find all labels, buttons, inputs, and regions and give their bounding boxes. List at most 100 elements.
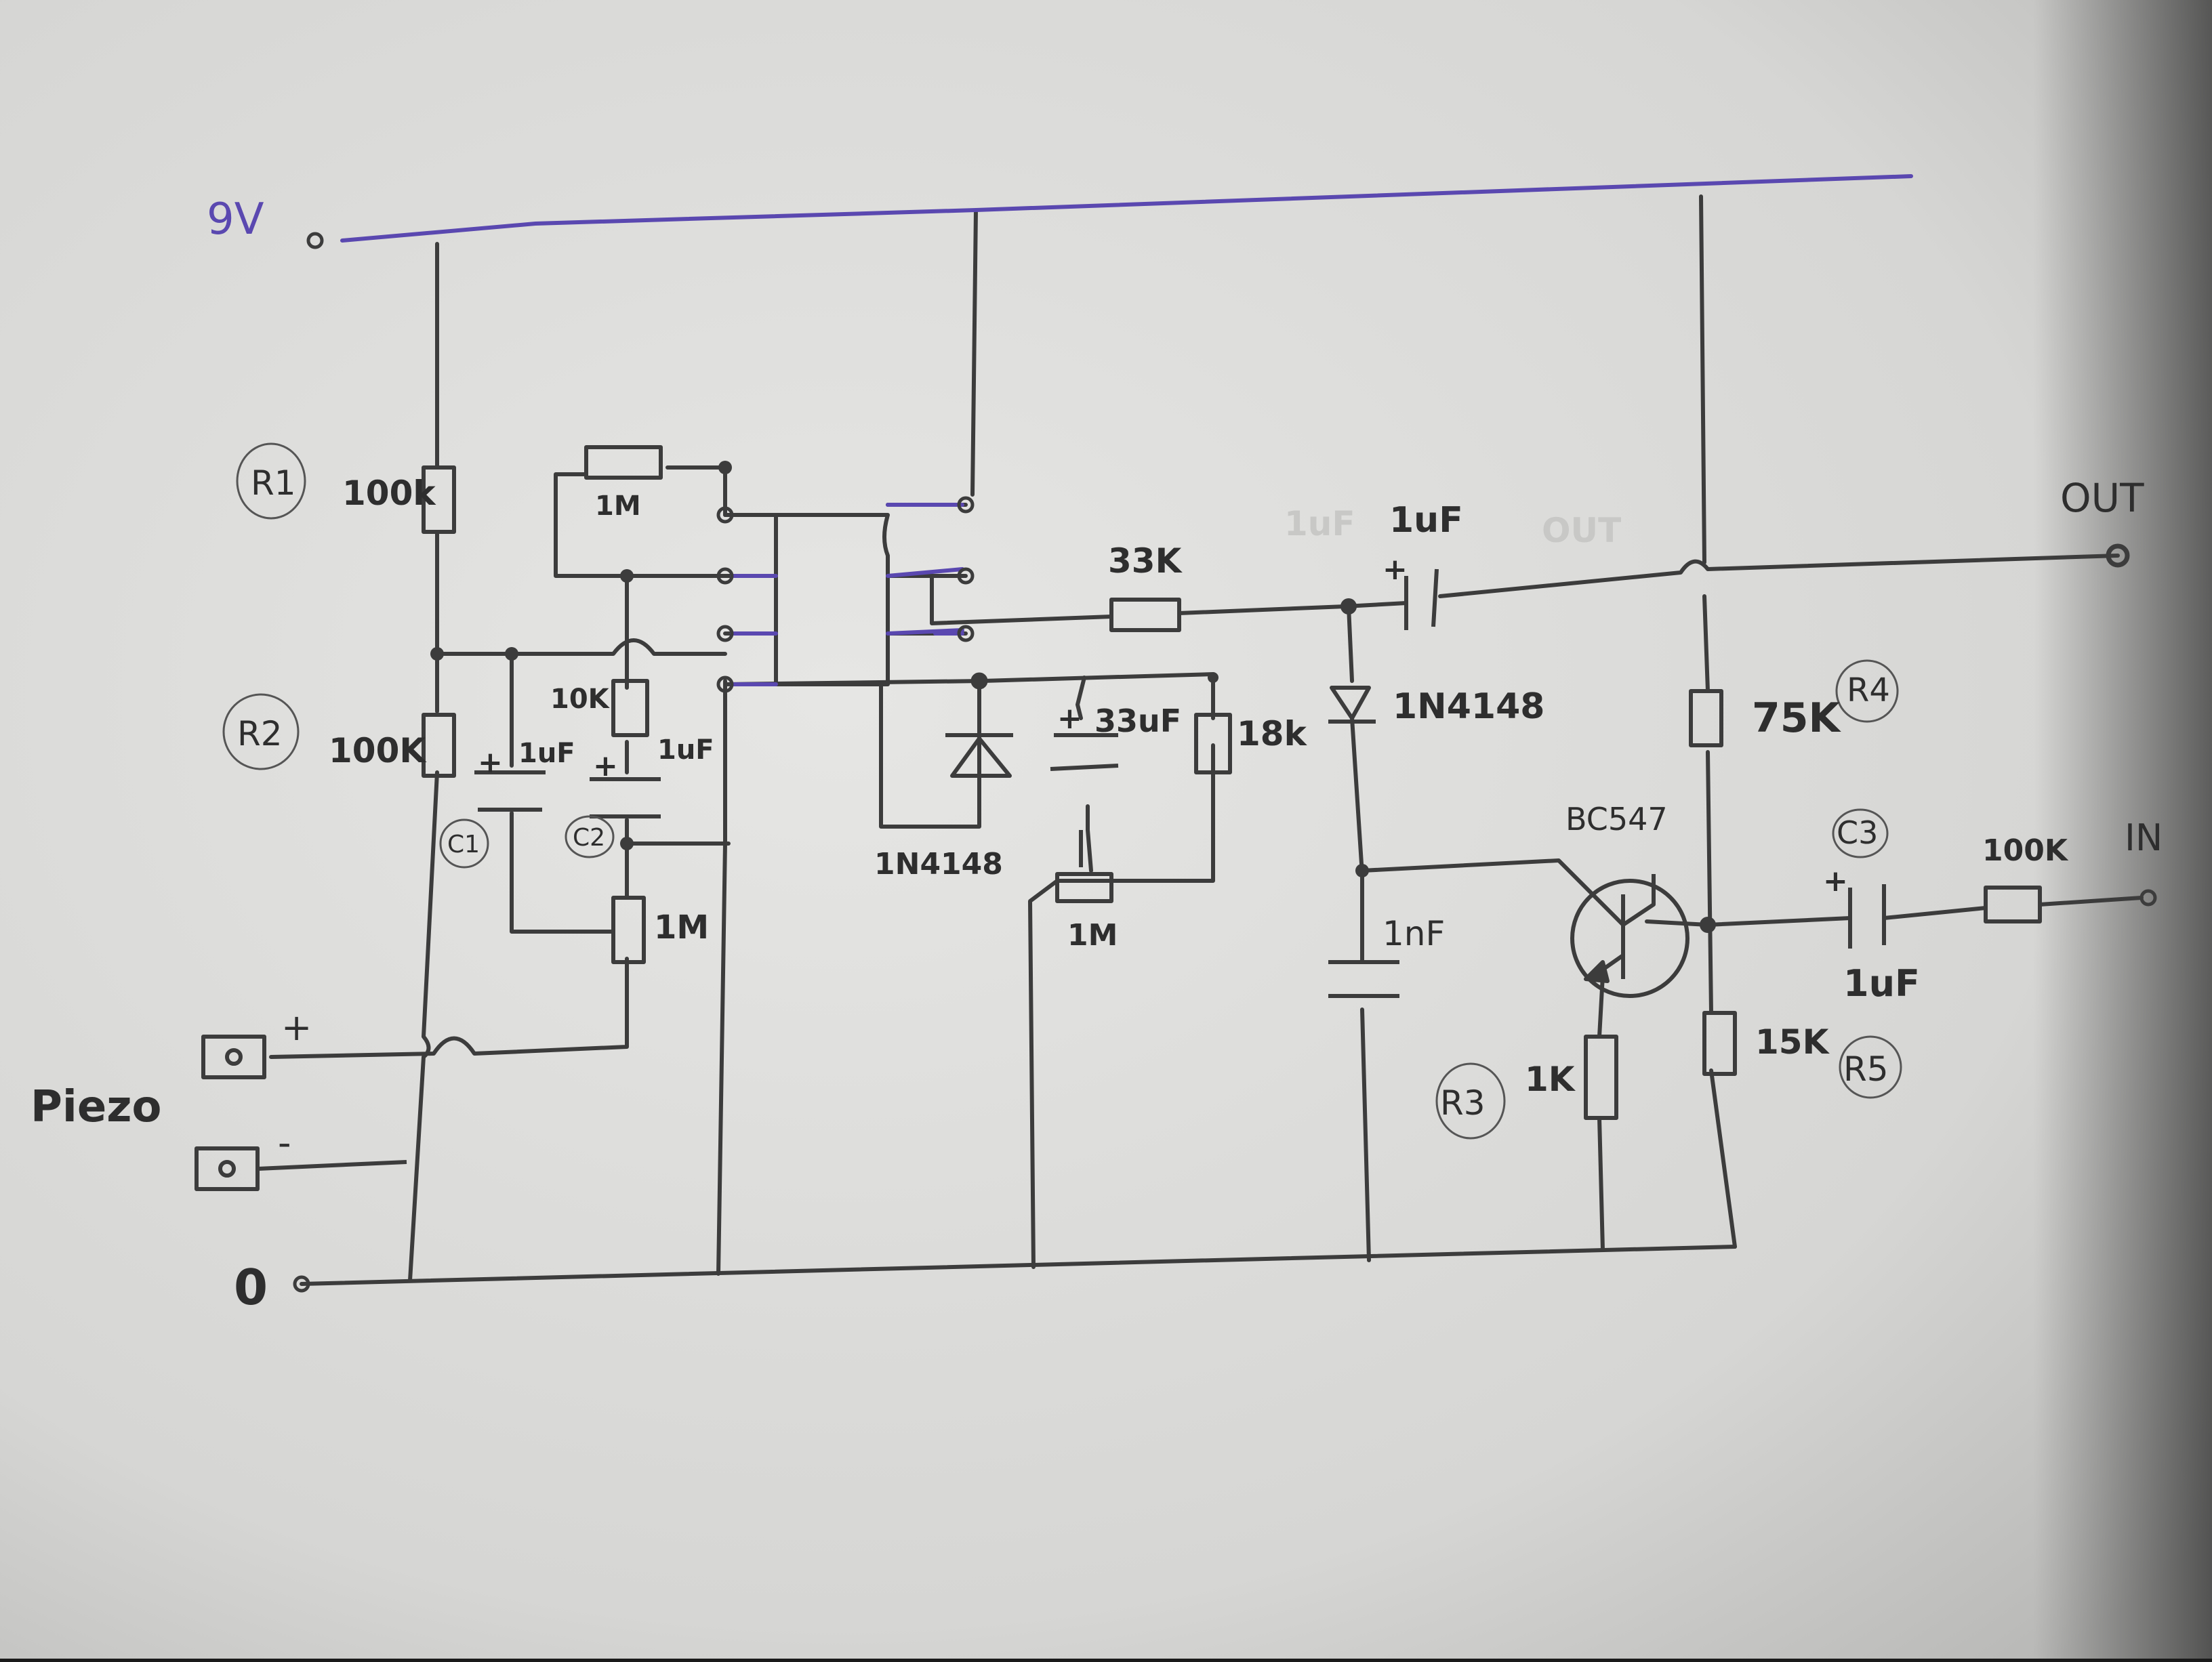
c3-plus-sign: + xyxy=(1823,864,1848,898)
ic-pin-circle xyxy=(957,567,975,585)
ic-pin-circle xyxy=(957,625,975,642)
c2-value: 1uF xyxy=(657,734,714,766)
ic-pin-tints xyxy=(730,503,964,686)
r2-tag-circle xyxy=(222,693,300,770)
pot-a-value: 1M xyxy=(654,909,709,947)
c33-plates xyxy=(1050,733,1119,771)
purple-wires xyxy=(340,174,1913,686)
cap-out-plus-sign: + xyxy=(1382,552,1408,587)
junction-dot xyxy=(1340,598,1357,615)
supply-rail-wire xyxy=(340,174,1913,243)
c33-wire xyxy=(1076,676,1093,873)
ic-pin-circle xyxy=(716,676,734,693)
diode-a-loop-wire xyxy=(879,682,981,829)
pot-b-body xyxy=(1055,872,1113,903)
r10k-resistor-body xyxy=(611,679,649,737)
ic-pin-circle xyxy=(970,672,988,690)
diode-b-symbol xyxy=(1328,686,1376,724)
piezo-terminal-plus-dot xyxy=(225,1048,243,1066)
piezo-terminal-plus xyxy=(201,1035,266,1079)
diode-a-symbol xyxy=(945,733,1013,778)
r3-tag: R3 xyxy=(1440,1083,1486,1123)
junction-dot xyxy=(430,647,444,661)
r5-tag: R5 xyxy=(1843,1050,1889,1089)
r3-tag-circle xyxy=(1435,1062,1506,1140)
ground-rail-wire xyxy=(300,1245,1737,1286)
cap-1nf-value: 1nF xyxy=(1382,914,1445,953)
supply-label: 9V xyxy=(207,194,264,245)
r4-tag: R4 xyxy=(1847,671,1890,709)
diode-b-label: 1N4148 xyxy=(1393,686,1544,727)
r5-value: 15K xyxy=(1755,1022,1830,1062)
components xyxy=(194,445,2042,1191)
r1-tag-circle xyxy=(236,442,306,520)
feedback-loop-wire xyxy=(554,465,727,578)
c1-value: 1uF xyxy=(518,738,575,769)
transistor-emitter-arrow xyxy=(1584,960,1610,983)
junction-dot xyxy=(620,837,634,850)
c1-tag: C1 xyxy=(447,831,480,858)
c2-tag: C2 xyxy=(573,824,605,852)
c2-plus-sign: + xyxy=(593,749,618,783)
c2-column-wire xyxy=(269,574,629,1059)
divider-column-wire xyxy=(408,242,439,1283)
piezo-minus-wire xyxy=(257,1160,407,1171)
feedback-resistor-body xyxy=(584,445,663,480)
cap-1nf-plates xyxy=(1328,960,1399,998)
out-label: OUT xyxy=(2060,475,2144,521)
ground-label: 0 xyxy=(234,1259,268,1316)
c3-tag: C3 xyxy=(1837,814,1878,851)
r1-tag: R1 xyxy=(251,463,296,503)
in-label: IN xyxy=(2125,816,2163,859)
ground-terminal xyxy=(293,1275,310,1293)
tag-circles xyxy=(222,442,1902,1140)
transistor-label: BC547 xyxy=(1565,801,1668,837)
r33k-resistor-body xyxy=(1109,598,1181,632)
piezo-label: Piezo xyxy=(30,1082,161,1132)
ic-ground-bus-wire xyxy=(716,679,727,1276)
c1-branch-wire xyxy=(510,652,615,934)
c1-plates xyxy=(474,770,546,812)
r2-resistor-body xyxy=(422,713,456,778)
r1-value: 100k xyxy=(342,474,436,513)
c2-tag-circle xyxy=(565,815,615,858)
r18k-resistor-body xyxy=(1194,713,1232,774)
r5-resistor-body xyxy=(1702,1011,1737,1076)
c1-tag-circle xyxy=(439,818,489,869)
r4-tag-circle xyxy=(1835,659,1899,723)
r18k-value: 18k xyxy=(1237,714,1308,753)
r4-resistor-body xyxy=(1689,689,1723,747)
ic-pin-circle xyxy=(716,567,734,585)
c3-plates xyxy=(1848,884,1886,949)
r5-tag-circle xyxy=(1839,1035,1902,1099)
r2-tag: R2 xyxy=(237,714,283,753)
junction-dots xyxy=(430,461,1716,933)
terminals xyxy=(293,232,2157,1293)
pot-b-value: 1M xyxy=(1067,918,1118,953)
ic-pin-circle xyxy=(716,506,734,524)
c33-value: 33uF xyxy=(1094,703,1181,739)
cap-out-value: 1uF xyxy=(1389,500,1463,541)
base-wire xyxy=(1360,858,1625,927)
junction-dot xyxy=(1208,672,1218,683)
rin-value: 100K xyxy=(1982,833,2069,868)
page-edge-shadow xyxy=(2033,0,2212,1659)
c33-plus-sign: + xyxy=(1057,701,1082,736)
transistor-body xyxy=(1570,879,1689,998)
ic-pin-circle xyxy=(716,625,734,642)
junction-dot xyxy=(505,647,518,661)
ic-to-33k-wire xyxy=(930,574,1113,625)
ic-supply-wire xyxy=(970,208,978,497)
junction-dot xyxy=(620,569,634,583)
in-terminal xyxy=(2139,889,2157,907)
c3-tag-circle xyxy=(1832,808,1889,858)
junction-dot xyxy=(1700,917,1716,933)
ghost-cap-value: 1uF xyxy=(1284,504,1355,543)
labels: 9V 0 OUT IN Piezo + - R1 100k R2 100K + … xyxy=(30,194,2163,1316)
r3-value: 1K xyxy=(1525,1060,1576,1099)
r10k-value: 10K xyxy=(550,684,611,715)
c1-plus-sign: + xyxy=(478,745,503,780)
